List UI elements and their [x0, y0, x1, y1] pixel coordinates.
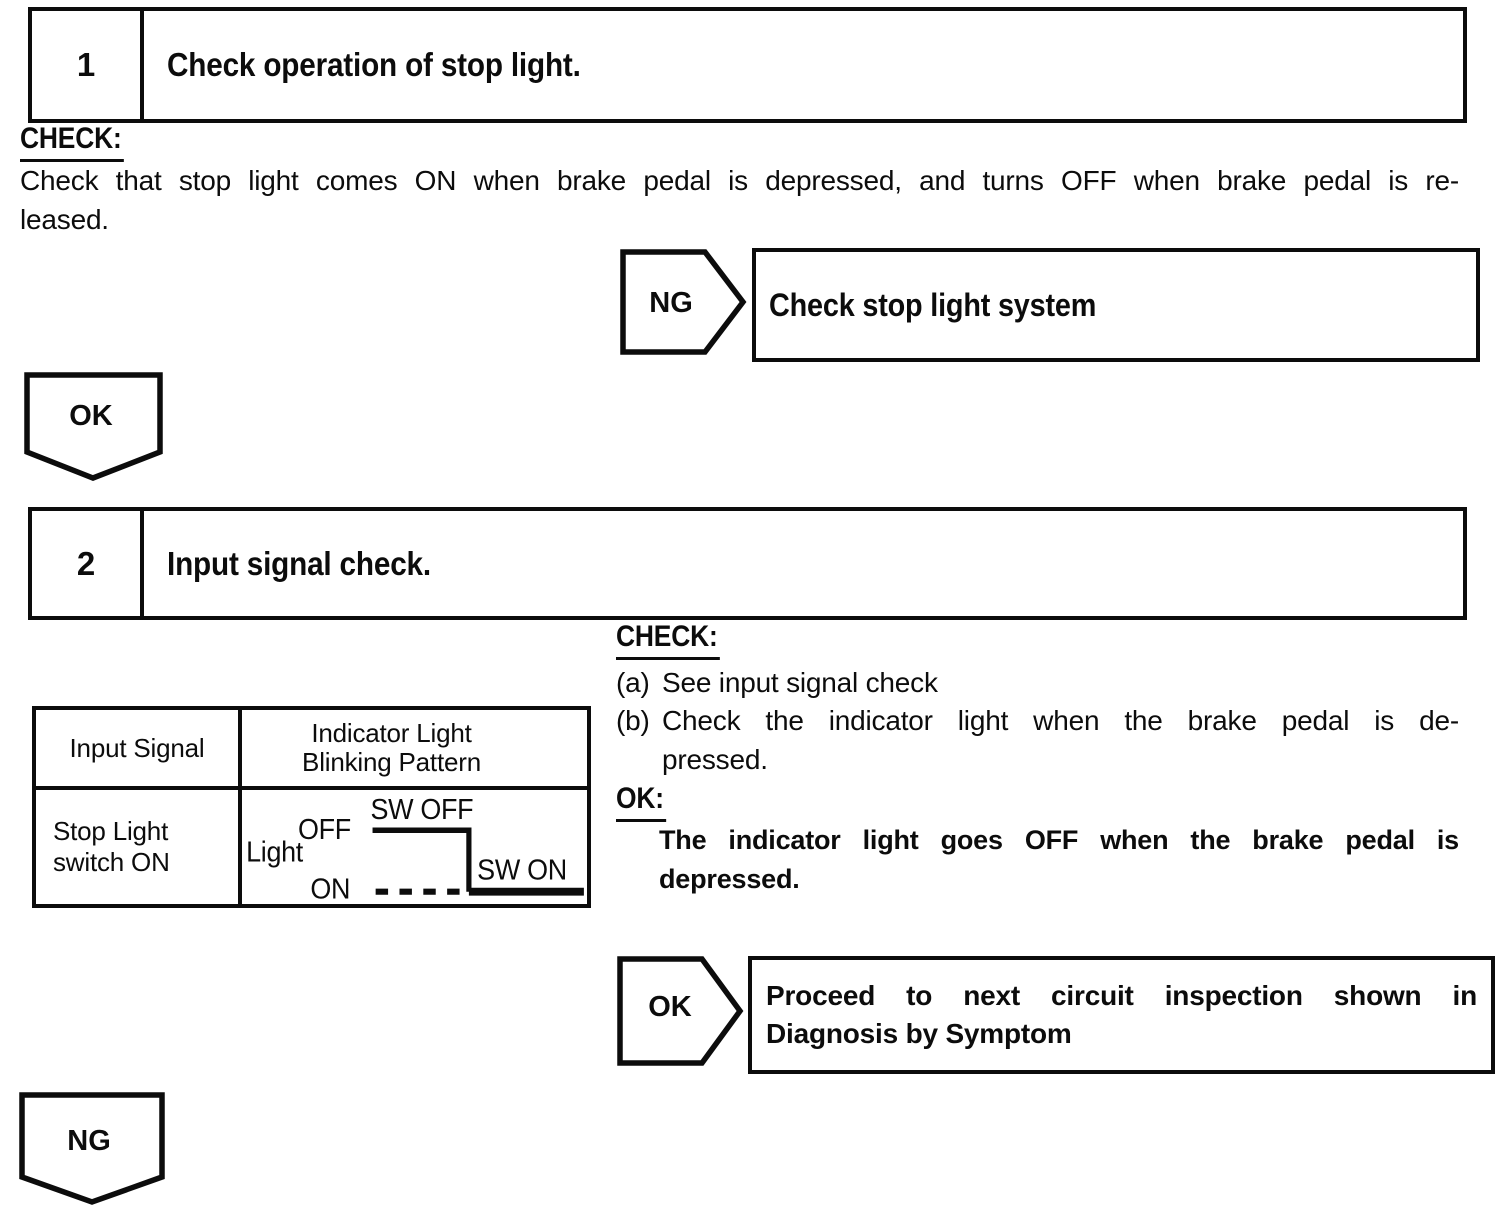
ok-result-line-1: The indicator light goes OFF when the br… [659, 825, 1459, 855]
ng-arrow-1: NG [620, 249, 747, 355]
step-1-number: 1 [32, 11, 144, 119]
waveform-sw-on-label: SW ON [477, 853, 567, 885]
table-header-line: Indicator Light [311, 718, 472, 748]
table-cell-line: Stop Light [53, 816, 169, 846]
ng-action-1-text: Check stop light system [769, 286, 1097, 323]
paragraph-line: leased. [20, 204, 109, 235]
table-cell-waveform: Light OFF SW OFF ON SW ON [242, 790, 587, 904]
item-a-marker: (a) [616, 667, 650, 698]
ng-action-box-1: Check stop light system [752, 248, 1480, 362]
ok-flag-1-label: OK [69, 400, 113, 432]
step-2-title: Input signal check. [144, 511, 1463, 616]
ok-action-2-line-2: Diagnosis by Symptom [766, 1018, 1072, 1049]
table-header-input-signal: Input Signal [36, 710, 242, 790]
step-2-ok-heading-wrap: OK: [616, 782, 673, 822]
step-1-check-heading: CHECK: [20, 122, 125, 162]
paragraph-line: Check that stop light comes ON when brak… [20, 165, 1459, 196]
ok-arrow-2-label: OK [648, 991, 692, 1023]
step-2-header-box: 2 Input signal check. [28, 507, 1467, 620]
ng-flag-2: NG [19, 1092, 165, 1205]
step-1-check-heading-wrap: CHECK: [20, 122, 138, 162]
step-2-check-heading: CHECK: [616, 620, 721, 660]
ng-arrow-1-label: NG [649, 287, 693, 319]
item-b-text-line-2: pressed. [662, 744, 768, 775]
item-a-text: See input signal check [662, 667, 938, 698]
step-2-ok-heading: OK: [616, 782, 667, 822]
ok-arrow-2: OK [617, 956, 744, 1066]
waveform-off-label: OFF [298, 813, 351, 845]
table-cell-line: switch ON [53, 847, 170, 877]
ng-flag-2-shape [19, 1092, 165, 1205]
waveform-device-label: Light [246, 836, 303, 868]
ok-flag-1: OK [24, 372, 163, 481]
table-header-text: Input Signal [69, 732, 205, 763]
waveform-diagram: Light OFF SW OFF ON SW ON [246, 793, 584, 904]
ok-arrow-2-shape [617, 956, 744, 1066]
ng-arrow-1-shape [620, 249, 747, 355]
step-1-check-paragraph: Check that stop light comes ON when brak… [20, 161, 1459, 239]
step-1-title-text: Check operation of stop light. [167, 46, 581, 83]
table-header-blinking-pattern: Indicator Light Blinking Pattern [242, 710, 587, 790]
waveform-step-trace [372, 827, 472, 892]
input-signal-table: Input Signal Indicator Light Blinking Pa… [32, 706, 591, 908]
table-cell-stop-light-switch: Stop Light switch ON [36, 790, 242, 904]
step-2-number: 2 [32, 511, 144, 616]
item-b-text-line-1: Check the indicator light when the brake… [662, 705, 1459, 736]
ng-flag-2-label: NG [67, 1125, 111, 1157]
table-header-line: Blinking Pattern [302, 747, 481, 777]
step-1-title: Check operation of stop light. [144, 11, 1463, 119]
waveform-on-label: ON [310, 872, 350, 904]
ok-flag-1-shape [24, 372, 163, 481]
step-2-check-heading-wrap: CHECK: [616, 620, 734, 660]
ok-action-box-2: Proceed to next circuit inspection shown… [748, 956, 1495, 1074]
waveform-sw-off-label: SW OFF [370, 793, 473, 825]
step-1-header-box: 1 Check operation of stop light. [28, 7, 1467, 123]
item-b-marker: (b) [616, 705, 650, 736]
step-2-title-text: Input signal check. [167, 544, 431, 582]
ok-result-line-2: depressed. [659, 864, 800, 894]
ok-action-2-line-1: Proceed to next circuit inspection shown… [766, 980, 1477, 1011]
